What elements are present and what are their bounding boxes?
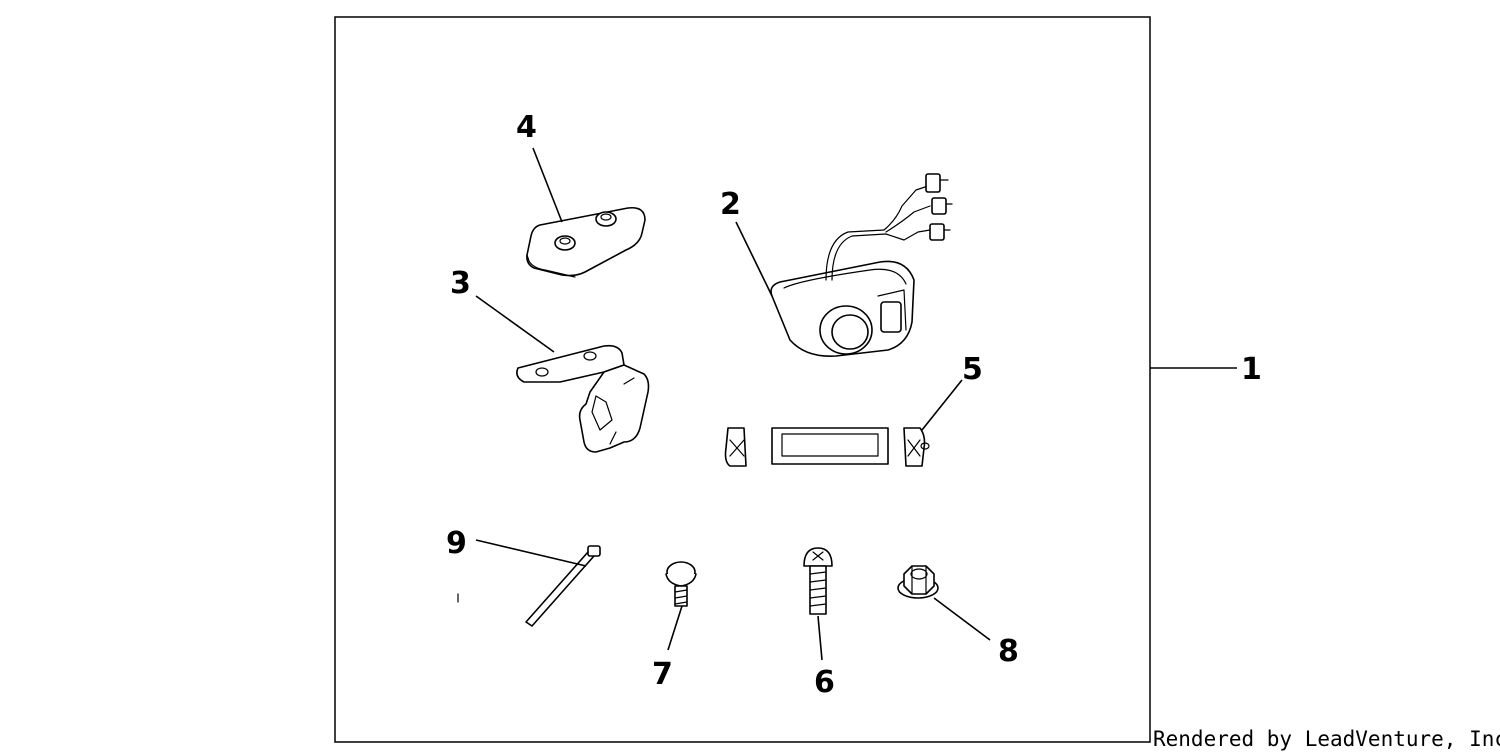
- leader-4: [532, 147, 563, 223]
- part-7-washer-screw[interactable]: [665, 561, 697, 607]
- part-5-mounting-tape[interactable]: [724, 427, 930, 467]
- kit-frame: [334, 16, 1151, 743]
- part-8-flange-nut[interactable]: [897, 565, 939, 599]
- callout-8[interactable]: 8: [998, 634, 1019, 669]
- callout-3[interactable]: 3: [450, 266, 471, 301]
- part-9-cable-tie[interactable]: [457, 545, 601, 627]
- callout-1[interactable]: 1: [1241, 352, 1262, 387]
- callout-9[interactable]: 9: [446, 526, 467, 561]
- leader-9: [475, 539, 587, 567]
- callout-6[interactable]: 6: [814, 665, 835, 700]
- leader-5: [921, 379, 963, 431]
- part-4-nut-plate[interactable]: [526, 206, 646, 278]
- leader-8: [933, 597, 991, 641]
- leader-2: [735, 221, 773, 297]
- leader-3: [475, 295, 555, 353]
- leader-7: [667, 605, 683, 651]
- leader-6: [817, 615, 823, 661]
- part-6-screw[interactable]: [803, 547, 833, 615]
- part-2-switch-assembly[interactable]: [770, 173, 953, 357]
- callout-4[interactable]: 4: [516, 110, 537, 145]
- callout-7[interactable]: 7: [652, 657, 673, 692]
- render-credit: Rendered by LeadVenture, Inc.: [1153, 727, 1500, 751]
- callout-5[interactable]: 5: [962, 352, 983, 387]
- callout-2[interactable]: 2: [720, 187, 741, 222]
- part-3-bracket[interactable]: [516, 344, 650, 453]
